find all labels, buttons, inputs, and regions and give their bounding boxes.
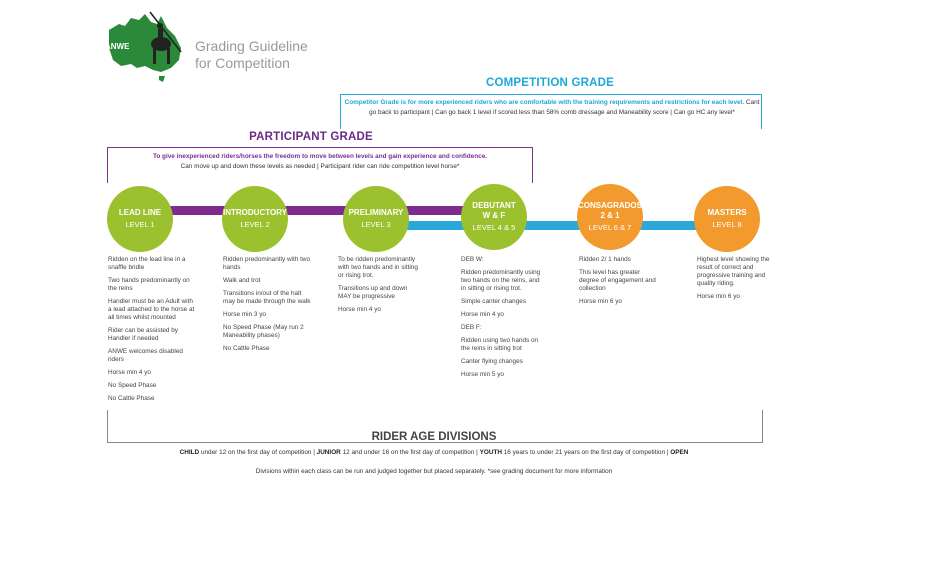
rider-age-title: RIDER AGE DIVISIONS xyxy=(371,431,497,443)
participant-grade-title: PARTICIPANT GRADE xyxy=(249,131,373,143)
level-8-description: Highest level showing the result of corr… xyxy=(697,256,770,300)
participant-grade-bracket xyxy=(107,147,533,183)
rider-age-divisions: CHILD under 12 on the first day of compe… xyxy=(179,449,689,456)
participant-grade-rules: Can move up and down these levels as nee… xyxy=(180,163,460,170)
level-4-5-description: DEB W: Ridden predominantly using two ha… xyxy=(461,256,541,378)
rider-age-bracket xyxy=(107,410,763,443)
level-3-description: To be ridden predominantly with two hand… xyxy=(338,256,418,313)
level-circle-preliminary: PRELIMINARY LEVEL 3 xyxy=(343,186,409,252)
participant-grade-purpose: To give inexperienced riders/horses the … xyxy=(152,153,488,160)
level-2-description: Ridden predominantly with two hands Walk… xyxy=(223,256,311,352)
competition-grade-bracket xyxy=(340,94,762,129)
level-circle-lead-line: LEAD LINE LEVEL 1 xyxy=(107,186,173,252)
page-title: Grading Guideline for Competition xyxy=(195,38,308,71)
competition-grade-title: COMPETITION GRADE xyxy=(486,77,614,89)
competition-grade-text: Competitor Grade is for more experienced… xyxy=(344,99,760,116)
participant-connector-bar xyxy=(140,206,480,215)
anwe-logo: ANWE xyxy=(95,8,193,88)
level-circle-introductory: INTRODUCTORY LEVEL 2 xyxy=(222,186,288,252)
level-circle-consagrados: CONSAGRADOS 2 & 1 LEVEL 6 & 7 xyxy=(577,184,643,250)
level-circle-debutant: DEBUTANT W & F LEVEL 4 & 5 xyxy=(461,184,527,250)
level-1-description: Ridden on the lead line in a snaffle bri… xyxy=(108,256,195,402)
level-6-7-description: Ridden 2/ 1 hands This level has greater… xyxy=(579,256,656,305)
rider-age-note: Divisions within each class can be run a… xyxy=(255,468,613,475)
competition-connector-bar xyxy=(375,221,730,230)
logo-text: ANWE xyxy=(105,42,130,51)
horse-rider-icon xyxy=(149,11,182,64)
level-circle-masters: MASTERS LEVEL 8 xyxy=(694,186,760,252)
